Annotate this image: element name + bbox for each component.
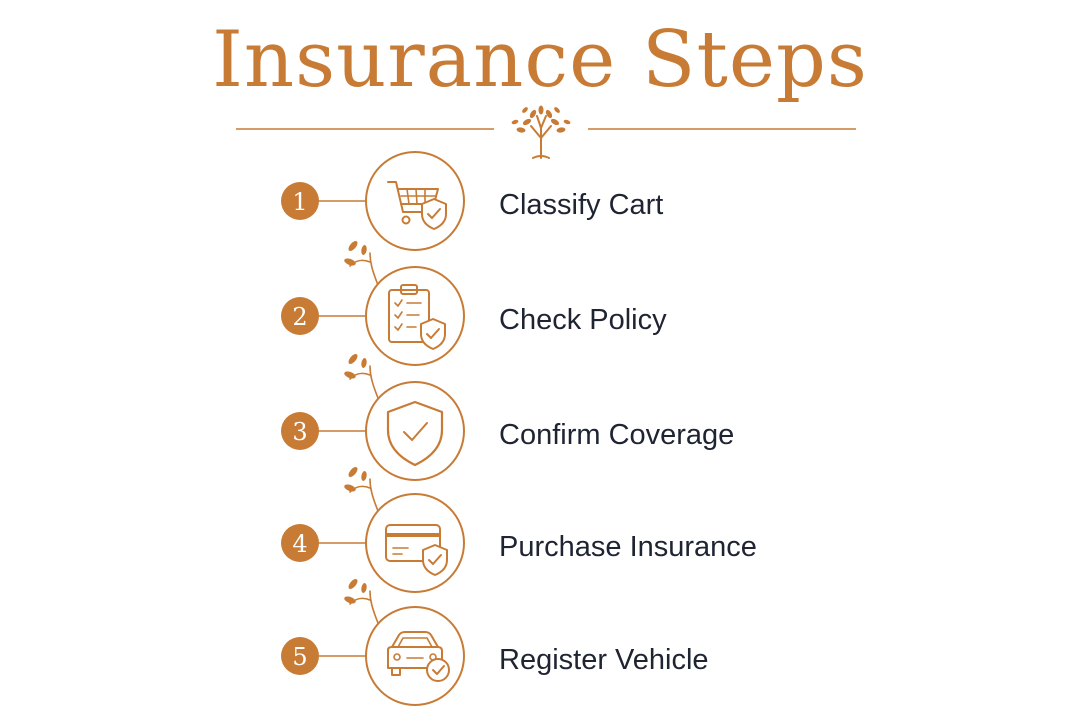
vine-connector — [344, 467, 379, 512]
shield-check-icon — [386, 400, 444, 467]
step-number: 5 — [292, 643, 307, 671]
step-icon-circle — [365, 606, 465, 706]
step-number-badge — [281, 637, 319, 675]
step-1: 1 Classify Cart — [281, 151, 663, 251]
vine-connector — [344, 354, 379, 399]
step-number: 4 — [292, 530, 307, 558]
step-label: Register Vehicle — [499, 644, 709, 676]
vine-connector — [344, 579, 379, 624]
step-4: 4 Purchase Insurance — [281, 493, 757, 593]
step-label: Confirm Coverage — [499, 419, 734, 451]
step-icon-circle — [365, 151, 465, 251]
step-number: 3 — [292, 418, 307, 446]
clipboard-checklist-shield-icon — [388, 284, 446, 350]
vine-connectors — [344, 241, 379, 624]
step-2: 2 Check Policy — [281, 266, 667, 366]
step-number: 1 — [292, 188, 307, 216]
step-number-badge — [281, 297, 319, 335]
step-label: Purchase Insurance — [499, 531, 757, 563]
step-label: Classify Cart — [499, 189, 663, 221]
step-number-badge — [281, 412, 319, 450]
vine-connector — [344, 241, 379, 286]
step-number-badge — [281, 182, 319, 220]
step-5: 5 Register Vehicle — [281, 606, 709, 706]
car-check-icon — [387, 631, 450, 682]
page-title: Insurance Steps — [212, 15, 868, 105]
credit-card-shield-icon — [385, 524, 448, 576]
step-3: 3 Confirm Coverage — [281, 381, 734, 481]
step-icon-circle — [365, 266, 465, 366]
tree-icon — [511, 105, 571, 159]
step-label: Check Policy — [499, 304, 667, 336]
step-icon-circle — [365, 493, 465, 593]
shopping-cart-shield-icon — [387, 181, 447, 230]
title-divider — [236, 105, 856, 159]
step-icon-circle — [365, 381, 465, 481]
step-number-badge — [281, 524, 319, 562]
step-number: 2 — [292, 303, 307, 331]
